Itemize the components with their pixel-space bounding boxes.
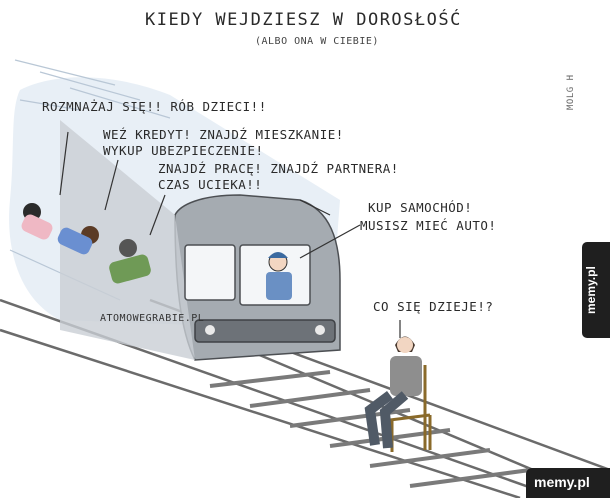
speech-bubble-driver-line-1: KUP SAMOCHÓD! xyxy=(368,200,473,215)
driver-body xyxy=(266,272,292,300)
speech-bubble-driver-line-2: MUSISZ MIEĆ AUTO! xyxy=(360,218,497,233)
side-watermark-text: memy.pl xyxy=(584,266,598,314)
train-window-left xyxy=(184,244,236,301)
flying-person-2 xyxy=(57,226,99,255)
sitting-person xyxy=(364,336,422,449)
artist-signature: MOLG H xyxy=(566,74,576,110)
speech-pointers xyxy=(59,131,401,338)
flying-person-1 xyxy=(21,203,53,240)
train-bumper xyxy=(194,319,336,343)
train-headlight xyxy=(315,325,325,335)
speech-bubble-3-line-1: ZNAJDŹ PRACĘ! ZNAJDŹ PARTNERA! xyxy=(158,161,399,176)
speech-bubble-sitting-person: CO SIĘ DZIEJE!? xyxy=(373,299,494,314)
speech-bubble-3-line-2: CZAS UCIEKA!! xyxy=(158,177,263,192)
corner-watermark-badge[interactable] xyxy=(526,468,610,498)
train-headlight xyxy=(205,325,215,335)
speech-bubble-1: ROZMNAŻAJ SIĘ!! RÓB DZIECI!! xyxy=(42,99,267,114)
comic-subtitle: (ALBO ONA W CIEBIE) xyxy=(255,36,379,47)
flying-person-3 xyxy=(109,239,151,284)
comic-title: KIEDY WEJDZIESZ W DOROSŁOŚĆ xyxy=(145,10,462,30)
side-watermark-badge[interactable] xyxy=(582,242,610,338)
speech-bubble-2-line-2: WYKUP UBEZPIECZENIE! xyxy=(103,143,264,158)
corner-watermark-text: memy.pl xyxy=(534,474,590,490)
site-label: ATOMOWEGRABIE.PL xyxy=(100,313,205,324)
speech-bubble-2-line-1: WEŹ KREDYT! ZNAJDŹ MIESZKANIE! xyxy=(103,127,344,142)
driver-cap xyxy=(268,252,288,258)
